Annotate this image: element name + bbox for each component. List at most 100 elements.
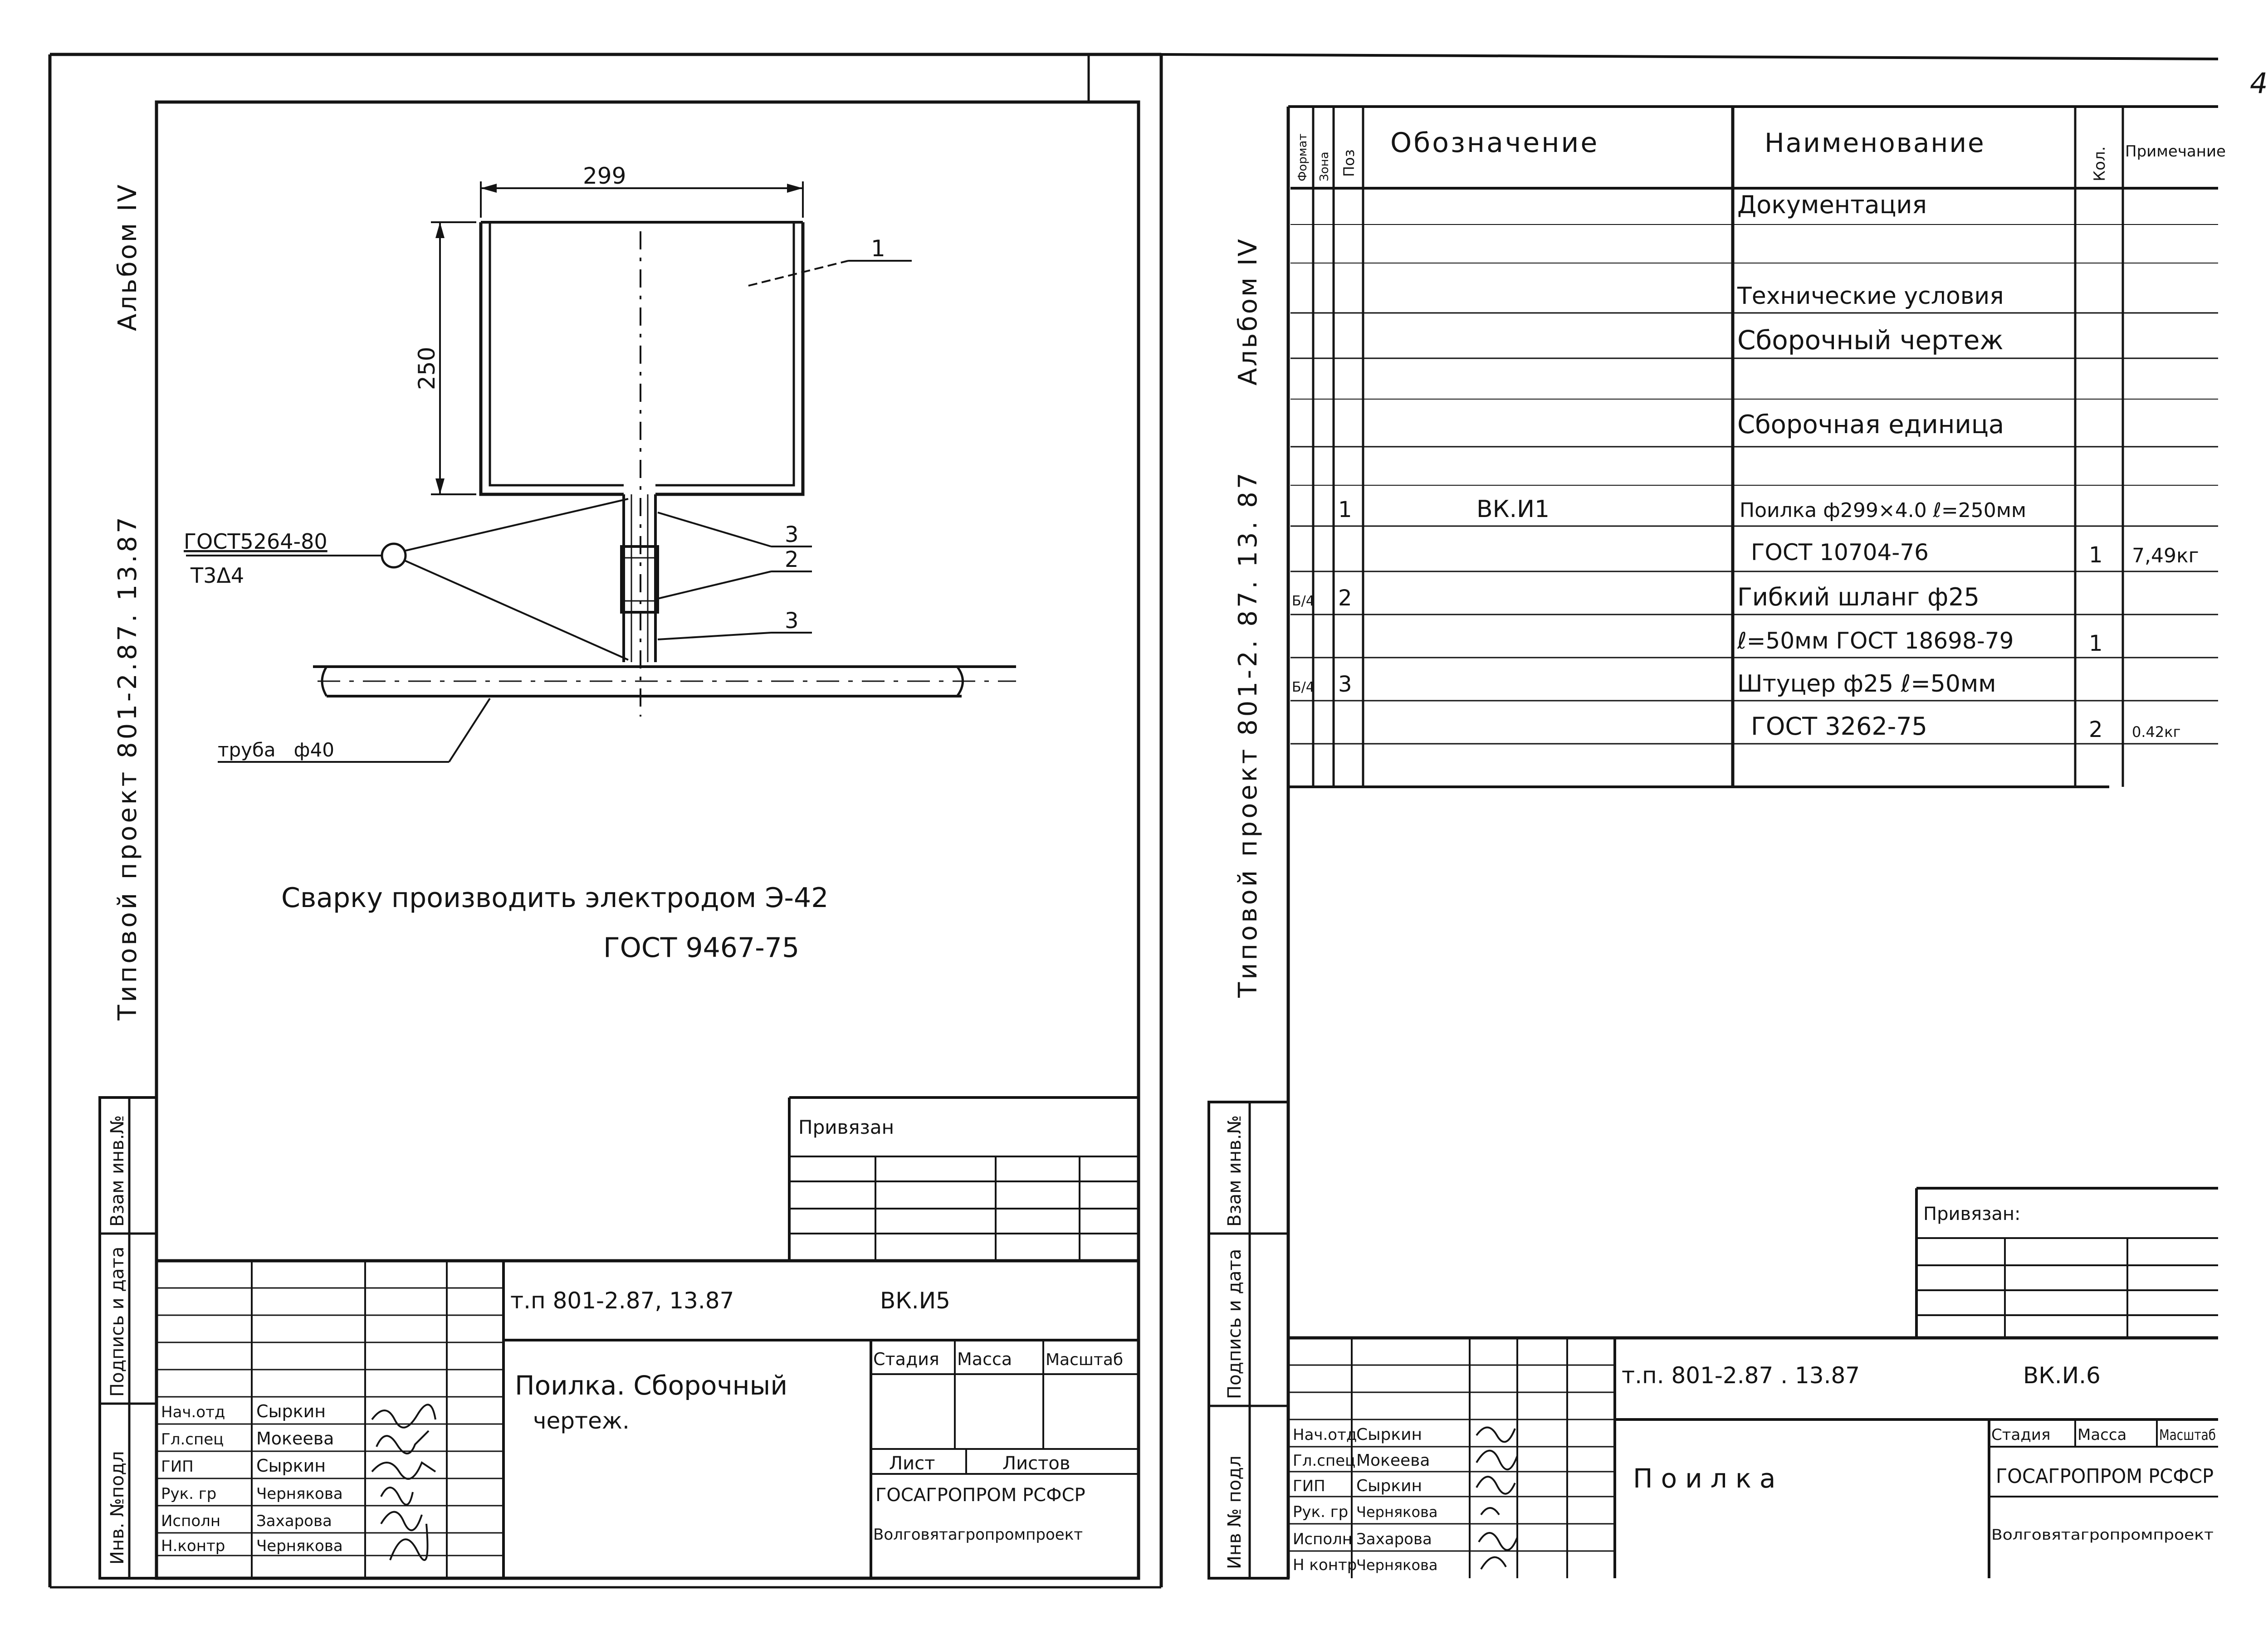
right-name-1: Сыркин <box>1356 1425 1422 1444</box>
right-box-replace: Взам инв.№ <box>1224 1115 1245 1227</box>
left-title-line1: Поилка. Сборочный <box>515 1370 787 1401</box>
sheet-frame <box>48 53 2219 1589</box>
left-col-stage: Стадия <box>873 1349 939 1369</box>
right-col-scale: Масштаб <box>2159 1426 2216 1444</box>
spec-name-9: Гибкий шланг ф25 <box>1737 583 1980 611</box>
header-pos: Поз <box>1340 149 1358 177</box>
right-role-2: Гл.спец <box>1293 1452 1355 1470</box>
right-box-inv: Инв № подл <box>1224 1455 1245 1569</box>
left-box-sign: Подпись и дата <box>107 1247 128 1397</box>
left-signatures <box>371 1404 436 1561</box>
right-doc-code: т.п. 801-2.87 . 13.87 <box>1622 1362 1860 1389</box>
spec-qty-10: 1 <box>2089 631 2103 656</box>
left-sheet: Альбом IV Типовой проект 801-2.87. 13.87… <box>98 100 1140 1580</box>
spec-format-9: Б/4 <box>1292 593 1315 609</box>
left-role-5: Исполн <box>161 1512 220 1530</box>
right-name-2: Мокеева <box>1356 1451 1430 1470</box>
right-role-1: Нач.отд <box>1293 1426 1357 1444</box>
right-col-stage: Стадия <box>1991 1426 2050 1444</box>
callout-2: 2 <box>785 547 799 572</box>
left-col-sheet: Лист <box>889 1453 935 1474</box>
spec-pos-7: 1 <box>1338 497 1352 522</box>
spec-name-5: Сборочная единица <box>1737 410 2004 439</box>
spec-name-12: ГОСТ 3262-75 <box>1751 712 1927 741</box>
spec-rows: Документация Технические условия Сборочн… <box>1292 190 2199 742</box>
left-name-6: Чернякова <box>256 1537 343 1555</box>
left-org-1: ГОСАГРОПРОМ РСФСР <box>875 1485 1085 1506</box>
right-side-margin: Альбом IV Типовой проект 801-2. 87. 13. … <box>1207 237 1290 1580</box>
weld-note-line2: ГОСТ 9467-75 <box>603 932 799 964</box>
right-name-4: Чернякова <box>1356 1503 1437 1521</box>
height-dimension: 250 <box>414 347 440 390</box>
left-album-label: Альбом IV <box>113 183 142 331</box>
spec-qty-8: 1 <box>2089 542 2103 568</box>
spec-note-8: 7,49кг <box>2132 544 2199 567</box>
header-zone: Зона <box>1318 151 1331 181</box>
right-col-mass: Масса <box>2077 1426 2126 1444</box>
left-name-5: Захарова <box>256 1512 332 1530</box>
right-role-3: ГИП <box>1293 1477 1325 1495</box>
spec-format-11: Б/4 <box>1292 679 1315 695</box>
spec-name-8: ГОСТ 10704-76 <box>1751 539 1929 566</box>
left-role-2: Гл.спец <box>161 1430 224 1449</box>
right-org-2: Волговятагропромпроект <box>1991 1526 2214 1543</box>
spec-pos-11: 3 <box>1338 672 1352 697</box>
weld-note-line1: Сварку производить электродом Э-42 <box>281 882 828 914</box>
left-doc-code: т.п 801-2.87, 13.87 <box>510 1288 734 1314</box>
header-format: Формат <box>1296 134 1310 182</box>
page-number: 46 <box>2250 67 2268 100</box>
spec-name-0: Документация <box>1737 190 1927 219</box>
right-project-label: Типовой проект 801-2. 87. 13. 87 <box>1233 470 1263 998</box>
spec-note-12: 0.42кг <box>2132 723 2180 741</box>
callout-3-top: 3 <box>785 522 799 547</box>
left-inner-frame <box>155 100 1140 1580</box>
right-title-block: Привязан: Нач.отд Гл.спец ГИП <box>1288 1187 2218 1578</box>
left-title-block: Привязан Нач.отд <box>156 1096 1139 1578</box>
right-role-5: Исполн <box>1293 1530 1352 1548</box>
left-side-margin: Альбом IV Типовой проект 801-2.87. 13.87… <box>98 183 158 1580</box>
left-name-1: Сыркин <box>256 1401 326 1421</box>
right-name-3: Сыркин <box>1356 1477 1422 1495</box>
spec-qty-12: 2 <box>2089 717 2103 742</box>
left-role-6: Н.контр <box>161 1537 225 1555</box>
header-designation: Обозначение <box>1390 127 1599 159</box>
left-name-4: Чернякова <box>256 1485 343 1503</box>
spec-table: Формат Зона Поз Обозначение Наименование… <box>1287 107 2226 788</box>
spec-name-7: Поилка ф299×4.0 ℓ=250мм <box>1740 499 2026 522</box>
spec-name-10: ℓ=50мм ГОСТ 18698-79 <box>1737 628 2014 654</box>
right-signatures <box>1476 1426 1518 1570</box>
right-org-1: ГОСАГРОПРОМ РСФСР <box>1996 1465 2214 1488</box>
spec-name-3: Сборочный чертеж <box>1737 325 2004 356</box>
left-role-4: Рук. гр <box>161 1485 216 1503</box>
right-sheet: Альбом IV Типовой проект 801-2. 87. 13. … <box>1207 105 2226 1580</box>
left-privyazan: Привязан <box>798 1116 894 1138</box>
weld-gost-note: ГОСТ5264-80 <box>184 529 327 554</box>
right-title: Поилка <box>1633 1463 1784 1494</box>
left-name-2: Мокеева <box>256 1429 334 1449</box>
callout-1: 1 <box>871 235 885 262</box>
left-role-1: Нач.отд <box>161 1403 225 1421</box>
spec-row-lines <box>1290 224 2218 745</box>
left-col-sheets: Листов <box>1002 1453 1070 1474</box>
width-dimension: 299 <box>583 163 626 189</box>
left-box-inv: Инв. №подл <box>107 1451 128 1565</box>
header-name: Наименование <box>1765 127 1985 158</box>
left-title-line2: чертеж. <box>533 1408 630 1434</box>
spec-designation-7: ВК.И1 <box>1476 496 1549 523</box>
callout-3-bottom: 3 <box>785 608 799 634</box>
right-name-6: Чернякова <box>1356 1556 1437 1574</box>
left-role-3: ГИП <box>161 1458 194 1476</box>
left-name-3: Сыркин <box>256 1456 326 1476</box>
right-privyazan: Привязан: <box>1923 1204 2021 1224</box>
left-sheet-code: ВК.И5 <box>880 1288 950 1314</box>
pipe-label: труба ф40 <box>218 739 334 761</box>
spec-pos-9: 2 <box>1338 585 1352 611</box>
left-box-replace: Взам инв.№ <box>107 1115 128 1227</box>
right-role-6: Н контр <box>1293 1556 1357 1574</box>
left-col-mass: Масса <box>957 1349 1012 1369</box>
left-project-label: Типовой проект 801-2.87. 13.87 <box>113 514 142 1021</box>
left-org-2: Волговятагропромпроект <box>873 1526 1083 1544</box>
left-col-scale: Масштаб <box>1046 1351 1123 1369</box>
weld-type-note: Т3Δ4 <box>190 563 244 588</box>
